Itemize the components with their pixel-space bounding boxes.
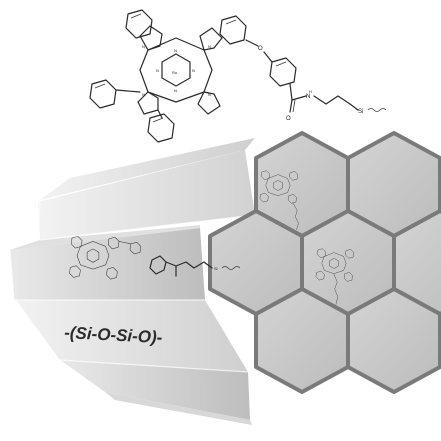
pc-pyrrole-3 [137,91,159,115]
channel-edge-1 [39,214,256,241]
channel-linker-tail [221,266,241,270]
phenyl-db [275,61,287,67]
pore1-core [273,180,283,191]
pc-benzo-4 [147,113,175,143]
channel-grafted-molecule [69,236,142,280]
channel-middle-top [10,225,200,250]
pc-db-2 [225,19,237,25]
pore2-benzo-4 [344,272,353,282]
small-pc-benzo-1 [70,236,83,249]
amide-hydrogen: H [309,89,312,94]
nitrogen-label: N [192,68,195,73]
carbonyl-oxygen: O [286,116,291,122]
small-pc-benzo-3 [69,265,81,278]
channel-edge-5 [9,249,15,301]
pc-pyrrole-2 [199,27,223,51]
pc-to-oxygen [245,39,259,47]
pore2-core [329,258,339,269]
channel-linker-chain [175,261,213,269]
small-pc-core [86,248,100,263]
pore2-macrocycle [321,252,347,274]
pc-db-3 [94,83,106,89]
pc-benzo-link-4 [157,109,163,119]
carbonyl-double [292,99,296,113]
channel-top [40,138,255,200]
pc-pyrrole-4 [197,91,221,115]
pore1-tether [292,202,299,230]
oxygen-to-phenyl [263,51,273,63]
channel-bottom [60,360,250,420]
pc-benzo-1 [125,9,153,39]
honeycomb-pores [208,131,441,394]
pore-hex-6 [254,287,350,394]
oxygen-atom: O [258,46,263,52]
channel-edge-3 [59,359,249,373]
nitrogen-label: N [208,44,211,49]
phenyl-ring [269,57,297,87]
pore1-benzo-4 [288,194,297,204]
propyl-chain [313,95,351,105]
channel-upper [38,150,255,240]
small-link [118,241,132,245]
carbonyl-bond [289,99,293,113]
ru-atom: Ru [172,70,177,75]
pore2-benzo-3 [315,270,325,281]
silica-channels [9,138,256,425]
nitrogen-label: N [156,68,159,73]
phenyl-to-carbonyl [289,83,293,101]
amide-nitrogen: N [306,94,310,100]
pore1-benzo-2 [289,171,299,181]
propyl-to-si [349,103,359,111]
nitrogen-label: N [174,48,177,53]
pore1-macrocycle [265,174,291,196]
channel-edge-4 [37,199,41,241]
small-pc-benzo-4 [106,267,118,280]
small-pc-macrocycle [76,241,110,270]
phthalocyanine-molecule: O O N H Si Ru N N N N N N N N [89,9,387,143]
pc-db-4 [152,117,164,123]
pc-db-1 [130,13,142,19]
pore-hex-7 [346,287,441,394]
channel-linker-si: Si [214,266,218,271]
pore1-benzo-3 [259,192,269,203]
small-phenyl [129,241,142,255]
pore2-benzo-2 [345,249,355,259]
pore-molecule-1 [259,170,299,230]
pore2-tether [333,274,339,305]
silicon-atom: Si [358,109,363,115]
nitrogen-label: N [142,44,145,49]
channel-linker: Si [149,255,241,277]
pc-benzo-3 [89,79,117,109]
pore1-benzo-1 [261,170,270,180]
si-tail [367,108,387,112]
pc-benzo-link-3 [115,89,141,93]
pc-pyrrole-1 [139,25,163,51]
small-pc-benzo-2 [107,236,120,250]
pore-molecule-2 [315,248,355,305]
pc-benzo-2 [219,15,247,45]
carbonyl-to-nitrogen [291,95,307,101]
pc-core-ring [161,53,191,87]
channel-middle [10,228,205,300]
channel-lower [16,300,248,372]
nitrogen-label: N [174,88,177,93]
nitrogen-label: N [208,92,211,97]
nitrogen-label: N [142,92,145,97]
channel-linker-bond-1 [165,261,177,267]
pore2-benzo-1 [317,248,326,258]
channel-linker-phenyl [149,255,167,275]
channel-bottom-lip [105,392,252,425]
